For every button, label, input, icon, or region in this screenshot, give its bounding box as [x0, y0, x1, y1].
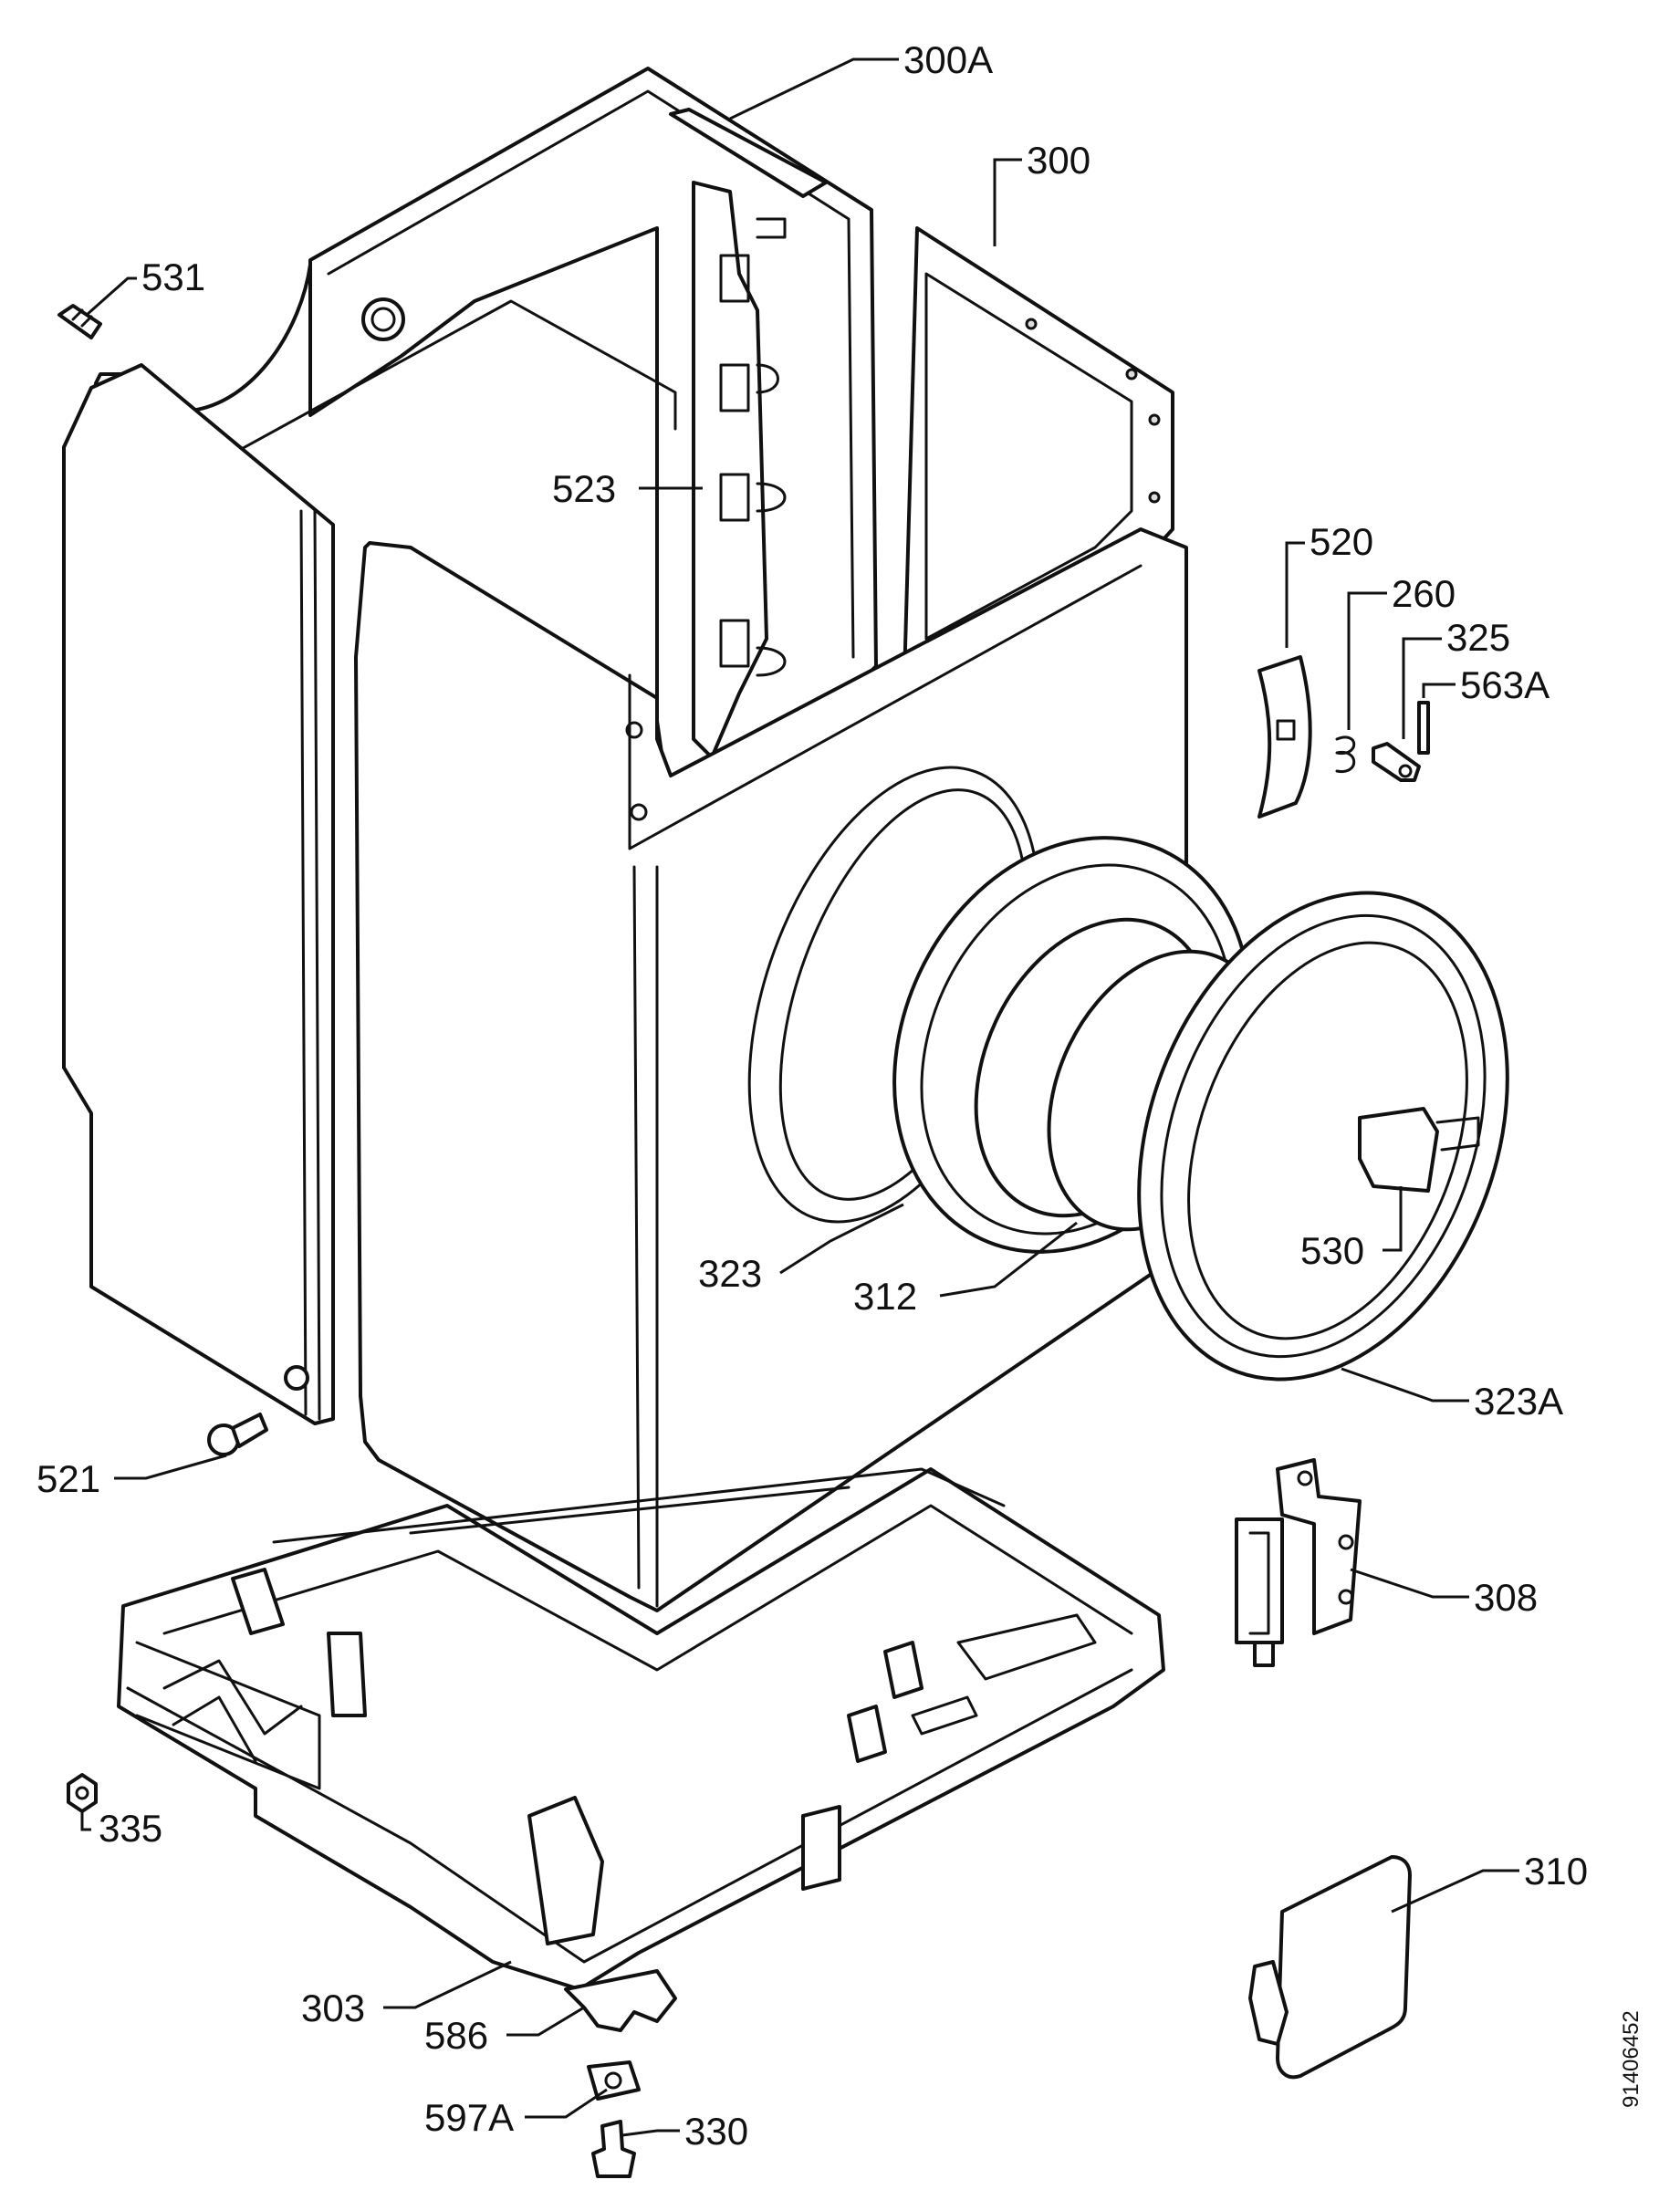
hinge-bracket	[1276, 1458, 1362, 1635]
rear-panel-hole	[361, 297, 405, 341]
callout-597a: 597A	[424, 2096, 514, 2139]
door-handle	[1358, 1107, 1439, 1193]
hinge-body	[1235, 1517, 1284, 1644]
callout-325: 325	[1446, 616, 1510, 659]
base-front-post	[527, 1796, 604, 1945]
callout-312: 312	[853, 1275, 917, 1318]
screw-531-body	[57, 304, 102, 339]
base-frame-outer	[117, 1467, 1165, 1991]
base-left-post	[231, 1568, 285, 1635]
callout-303: 303	[301, 1987, 365, 2029]
foot-screw	[591, 2120, 636, 2178]
base-frame	[117, 1467, 1165, 1991]
door-outer-ring	[1137, 891, 1509, 1382]
lever	[1372, 742, 1421, 782]
cover-310	[1248, 1855, 1412, 2080]
callout-323: 323	[698, 1252, 762, 1295]
nut-335	[67, 1773, 98, 1813]
callout-310: 310	[1524, 1850, 1588, 1893]
callout-260: 260	[1392, 572, 1456, 615]
nut-335-body	[67, 1773, 98, 1813]
bolt-521	[207, 1413, 268, 1456]
left-side-panel	[62, 363, 335, 1425]
front-panel-outer	[354, 527, 1188, 1612]
cover-clip	[1248, 1960, 1289, 2046]
callout-300: 300	[1027, 139, 1090, 182]
callout-520: 520	[1310, 520, 1373, 563]
square-nut	[587, 2060, 641, 2101]
lock-plate	[1257, 655, 1312, 819]
callout-300a: 300A	[903, 38, 993, 81]
base-rear-rail	[272, 1467, 1006, 1544]
door-assembly	[1137, 891, 1509, 1382]
cover-plate	[1276, 1855, 1412, 2080]
callout-335: 335	[99, 1807, 162, 1850]
rear-inner-frame	[226, 299, 677, 458]
top-bar	[669, 108, 828, 198]
callout-563a: 563A	[1460, 663, 1550, 706]
leader-lines	[80, 57, 1519, 2137]
foot-parts	[564, 1969, 677, 2178]
foot-bracket	[564, 1969, 677, 2032]
hinge-assembly	[1235, 1458, 1362, 1667]
right-top-frame-window	[924, 272, 1133, 641]
callout-323a: 323A	[1474, 1380, 1563, 1423]
lock-parts	[1257, 655, 1430, 819]
spring	[1335, 735, 1356, 773]
callout-labels: 300A 300 531 523 520 260 325 563A 323 31…	[37, 38, 1588, 2153]
base-frame-inner	[162, 1504, 1133, 1672]
callout-521: 521	[37, 1457, 100, 1500]
front-panel	[354, 527, 1188, 1612]
callout-586: 586	[424, 2014, 488, 2057]
callout-330: 330	[684, 2110, 748, 2153]
pin	[1417, 701, 1430, 755]
left-panel-screw-hole	[284, 1365, 309, 1391]
callout-523: 523	[552, 467, 616, 510]
front-panel-edge	[628, 564, 1143, 850]
callout-530: 530	[1300, 1229, 1364, 1272]
document-id: 91406452	[1619, 2010, 1643, 2108]
rear-center-rail	[692, 181, 768, 759]
left-side-panel-outer	[62, 363, 335, 1425]
screw-531	[57, 304, 102, 339]
callout-308: 308	[1474, 1576, 1538, 1619]
callout-531: 531	[141, 256, 205, 298]
